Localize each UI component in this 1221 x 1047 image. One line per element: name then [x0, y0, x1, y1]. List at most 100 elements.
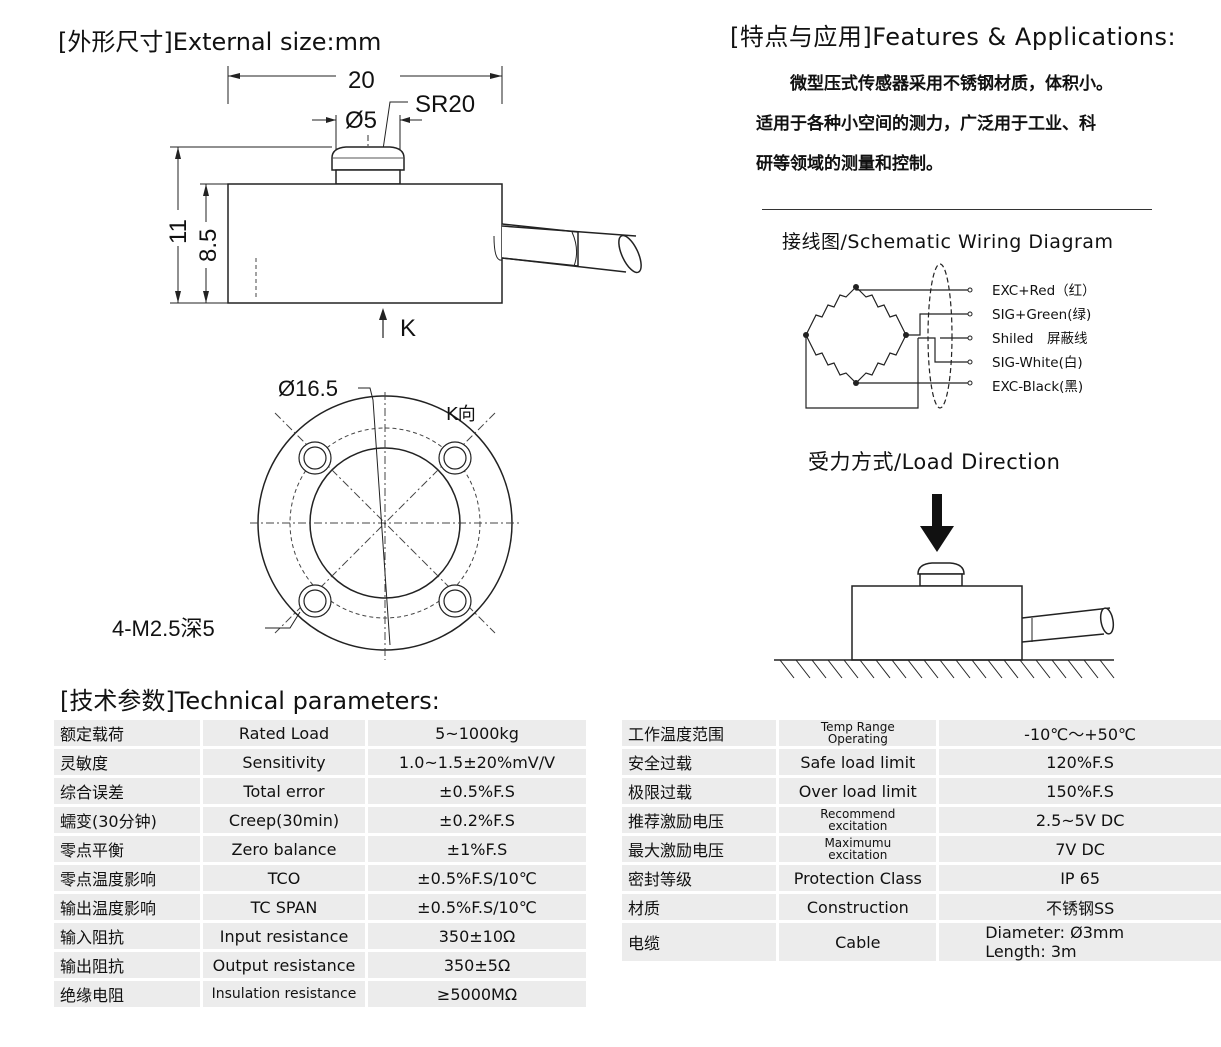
table-row: 输出阻抗 Output resistance 350±5Ω	[54, 952, 586, 978]
table-row: 输出温度影响 TC SPAN ±0.5%F.S/10℃	[54, 894, 586, 920]
table-row: 灵敏度 Sensitivity 1.0~1.5±20%mV/V	[54, 749, 586, 775]
bottom-view-drawing: Ø16.5 K向 4-M2.5深5	[112, 376, 520, 660]
param-en: Creep(30min)	[200, 807, 365, 833]
param-en: TC SPAN	[200, 894, 365, 920]
external-size-unit: mm	[334, 28, 382, 56]
param-en: Sensitivity	[200, 749, 365, 775]
param-en: Over load limit	[776, 778, 937, 804]
param-en: Input resistance	[200, 923, 365, 949]
param-en: Output resistance	[200, 952, 365, 978]
divider	[762, 209, 1152, 210]
features-line-2: 适用于各种小空间的测力，广泛用于工业、科	[756, 114, 1096, 134]
param-val: 120%F.S	[936, 749, 1221, 775]
param-cn: 电缆	[622, 923, 777, 961]
wire-label-sig-minus: SIG-White(白)	[992, 355, 1083, 371]
external-size-colon: :	[326, 28, 335, 56]
param-cn: 材质	[622, 894, 777, 920]
param-val: ≥5000MΩ	[365, 981, 586, 1007]
wire-label-sig-plus: SIG+Green(绿)	[992, 307, 1091, 323]
features-text: 微型压式传感器采用不锈钢材质，体积小。 适用于各种小空间的测力，广泛用于工业、科…	[756, 64, 1176, 184]
view-label: K向	[446, 404, 476, 425]
param-en-line2: Operating	[827, 732, 888, 746]
param-en-line1: Recommend	[820, 807, 896, 821]
param-cn: 最大激励电压	[622, 836, 777, 862]
param-val: 1.0~1.5±20%mV/V	[365, 749, 586, 775]
cable-diameter: Diameter: Ø3mm	[985, 923, 1125, 942]
load-direction-drawing	[774, 494, 1115, 679]
param-en: Insulation resistance	[200, 981, 365, 1007]
param-val: 7V DC	[936, 836, 1221, 862]
param-en-line2: excitation	[828, 819, 888, 833]
load-arrow-icon	[932, 494, 942, 532]
param-en: Protection Class	[776, 865, 937, 891]
param-cn: 密封等级	[622, 865, 777, 891]
param-en-line1: Temp Range	[820, 720, 895, 734]
wiring-title: 接线图/Schematic Wiring Diagram	[782, 231, 1114, 253]
param-cn: 输出温度影响	[54, 894, 200, 920]
dim-top-dia-label: Ø5	[345, 107, 377, 134]
param-val: ±1%F.S	[365, 836, 586, 862]
external-size-title: [外形尺寸]External size:mm	[58, 22, 381, 57]
param-cn: 安全过载	[622, 749, 777, 775]
table-row: 输入阻抗 Input resistance 350±10Ω	[54, 923, 586, 949]
param-cn: 绝缘电阻	[54, 981, 200, 1007]
param-cn: 极限过载	[622, 778, 777, 804]
param-cn: 推荐激励电压	[622, 807, 777, 833]
external-size-title-cn: [外形尺寸]	[58, 28, 173, 56]
param-val: 350±5Ω	[365, 952, 586, 978]
wiring-diagram: EXC+Red（红） SIG+Green(绿) Shiled 屏蔽线 SIG-W…	[803, 263, 1096, 409]
param-en: TCO	[200, 865, 365, 891]
external-size-title-en: External size	[172, 28, 327, 56]
table-row: 安全过载 Safe load limit 120%F.S	[622, 749, 1221, 775]
dim-width-label: 20	[348, 67, 375, 94]
features-line-1: 微型压式传感器采用不锈钢材质，体积小。	[790, 74, 1113, 94]
param-val: IP 65	[936, 865, 1221, 891]
param-val: 5~1000kg	[365, 720, 586, 746]
table-row: 蠕变(30分钟) Creep(30min) ±0.2%F.S	[54, 807, 586, 833]
param-en: Zero balance	[200, 836, 365, 862]
view-arrow-label: K	[400, 315, 416, 342]
param-en-line1: Maximumu	[824, 836, 892, 850]
param-cn: 灵敏度	[54, 749, 200, 775]
dim-height-total-label: 11	[165, 219, 192, 244]
param-en: Rated Load	[200, 720, 365, 746]
features-line-3: 研等领域的测量和控制。	[756, 154, 943, 174]
param-en: Safe load limit	[776, 749, 937, 775]
table-row: 极限过载 Over load limit 150%F.S	[622, 778, 1221, 804]
param-cn: 蠕变(30分钟)	[54, 807, 200, 833]
param-val: ±0.5%F.S/10℃	[365, 894, 586, 920]
param-val: ±0.5%F.S	[365, 778, 586, 804]
tech-table-left: 额定载荷 Rated Load 5~1000kg 灵敏度 Sensitivity…	[54, 717, 586, 1010]
dim-thread-label: 4-M2.5深5	[112, 616, 215, 641]
load-direction-title: 受力方式/Load Direction	[808, 450, 1061, 474]
wire-label-exc-plus: EXC+Red（红）	[992, 283, 1096, 299]
dim-bolt-circle-label: Ø16.5	[278, 376, 338, 401]
param-en: Total error	[200, 778, 365, 804]
tech-title-cn: [技术参数]	[60, 687, 175, 715]
param-cn: 额定载荷	[54, 720, 200, 746]
param-val: -10℃～+50℃	[936, 720, 1221, 746]
table-row: 零点温度影响 TCO ±0.5%F.S/10℃	[54, 865, 586, 891]
features-title-en: Features & Applications	[872, 23, 1168, 51]
cable-length: Length: 3m	[985, 942, 1077, 961]
param-val: 150%F.S	[936, 778, 1221, 804]
features-colon: :	[1167, 23, 1177, 51]
param-val: 不锈钢SS	[936, 894, 1221, 920]
param-cn: 综合误差	[54, 778, 200, 804]
param-en: Cable	[776, 923, 937, 961]
tech-colon: :	[431, 687, 440, 715]
tech-title-en: Technical parameters	[174, 687, 432, 715]
table-row: 额定载荷 Rated Load 5~1000kg	[54, 720, 586, 746]
table-row: 综合误差 Total error ±0.5%F.S	[54, 778, 586, 804]
param-cn: 零点平衡	[54, 836, 200, 862]
table-row: 绝缘电阻 Insulation resistance ≥5000MΩ	[54, 981, 586, 1007]
param-cn: 输入阻抗	[54, 923, 200, 949]
